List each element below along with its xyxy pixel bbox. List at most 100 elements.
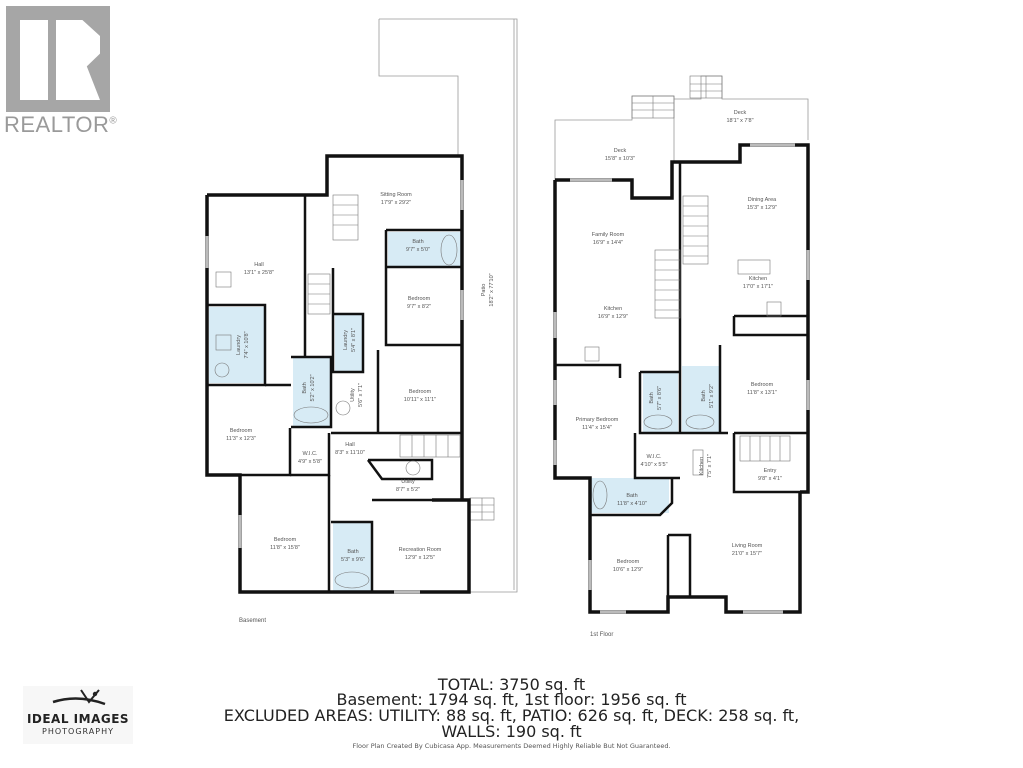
room-dims: 5'4" x 8'1" (351, 328, 357, 352)
room-dims: 11'8" x 4'10" (617, 501, 647, 507)
room-dims: 16'9" x 14'4" (593, 240, 623, 246)
room-dims: 16'9" x 12'9" (598, 314, 628, 320)
room-bedroom-4: Bedroom (274, 537, 297, 543)
ideal-images-logo: IDEAL IMAGES PHOTOGRAPHY (23, 686, 133, 744)
basement-exterior-wall (207, 154, 464, 500)
room-dims: 17'0" x 17'1" (743, 284, 773, 290)
room-dims: 4'10" x 5'5" (640, 462, 667, 468)
bath-fill (388, 232, 461, 267)
room-utility: Utility (350, 388, 356, 402)
room-dims: 15'3" x 12'9" (747, 205, 777, 211)
room-recreation-room: Recreation Room (399, 547, 442, 553)
room-sitting-room: Sitting Room (380, 192, 412, 198)
walls-area: WALLS: 190 sq. ft (441, 722, 582, 741)
room-dims: 11'8" x 15'8" (270, 545, 300, 551)
patio-stairs (469, 497, 495, 521)
room-bedroom: Bedroom (408, 296, 431, 302)
room-dims: 13'1" x 25'8" (244, 270, 274, 276)
room-dims: 15'8" x 10'3" (605, 156, 635, 162)
deck-stairs (631, 75, 723, 119)
basement-room-labels: Sitting Room 17'9" x 29'2" Hall 13'1" x … (226, 192, 495, 624)
room-dims: 5'3" x 9'6" (341, 557, 365, 563)
room-dims: 18'1" x 7'8" (726, 118, 753, 124)
room-dims: 9'8" x 4'1" (758, 476, 782, 482)
room-entry: Entry (764, 468, 777, 474)
laundry-2-fill (335, 314, 363, 372)
deck-outline (554, 75, 809, 180)
room-dims: 11'8" x 13'1" (747, 390, 777, 396)
room-hall-2: Hall (345, 442, 354, 448)
room-dims: 11'4" x 15'4" (582, 425, 612, 431)
bath-2-fill (293, 358, 331, 426)
room-dims: 10'6" x 12'9" (613, 567, 643, 573)
basement-stairs (307, 194, 461, 458)
room-laundry-2: Laundry (343, 330, 349, 350)
room-laundry: Laundry (236, 335, 242, 355)
room-deck-2: Deck (734, 110, 747, 116)
room-wic: W.I.C. (647, 454, 662, 460)
room-bath-2: Bath (701, 390, 707, 401)
room-dims: 21'0" x 15'7" (732, 551, 762, 557)
room-bath: Bath (412, 239, 423, 245)
room-dims: 8'3" x 11'10" (335, 450, 365, 456)
room-kitchen-2: Kitchen (604, 306, 622, 312)
room-bedroom: Bedroom (751, 382, 774, 388)
room-hall: Hall (254, 262, 263, 268)
room-bath-3: Bath (347, 549, 358, 555)
floor-label-basement: Basement (239, 618, 266, 624)
realtor-logo (6, 6, 110, 112)
room-patio: Patio (481, 284, 487, 297)
realtor-wordmark: REALTOR® (4, 112, 117, 138)
excluded-areas: EXCLUDED AREAS: UTILITY: 88 sq. ft, PATI… (223, 706, 800, 725)
room-wic: W.I.C. (303, 451, 318, 457)
floor-label-first: 1st Floor (590, 632, 613, 638)
photographer-sub: PHOTOGRAPHY (42, 727, 114, 736)
room-kitchen: Kitchen (749, 276, 767, 282)
room-dims: 4'9" x 5'8" (298, 459, 322, 465)
realtor-text: REALTOR (4, 112, 110, 137)
room-dims: 7'4" x 10'8" (244, 331, 250, 358)
room-dims: 5'2" x 10'2" (310, 374, 316, 401)
first-floor-room-labels: Deck 15'8" x 10'3" Deck 18'1" x 7'8" Din… (576, 110, 782, 638)
room-bedroom-2: Bedroom (617, 559, 640, 565)
total-area: TOTAL: 3750 sq. ft (437, 675, 586, 694)
room-dims: 12'9" x 12'5" (405, 555, 435, 561)
room-family-room: Family Room (592, 232, 625, 238)
room-deck: Deck (614, 148, 627, 154)
room-dims: 8'7" x 5'2" (396, 487, 420, 493)
room-living-room: Living Room (732, 543, 763, 549)
realtor-logo-bar (20, 20, 48, 100)
room-bath-3: Bath (626, 493, 637, 499)
room-bath: Bath (649, 392, 655, 403)
room-kitchen-3: Kitchen (699, 457, 705, 475)
patio-outline (379, 18, 518, 593)
room-bedroom-3: Bedroom (230, 428, 253, 434)
photographer-name: IDEAL IMAGES (26, 712, 130, 726)
first-floor-exterior-wall (555, 143, 810, 494)
room-dining-area: Dining Area (748, 197, 777, 203)
room-utility-2: Utility (401, 479, 415, 485)
room-dims: 10'11" x 11'1" (404, 397, 436, 403)
room-dims: 17'9" x 29'2" (381, 200, 411, 206)
room-dims: 9'7" x 8'2" (407, 304, 431, 310)
laundry-fill (209, 307, 264, 383)
kitchen-island (737, 259, 771, 275)
floor-areas: Basement: 1794 sq. ft, 1st floor: 1956 s… (336, 690, 687, 709)
room-dims: 9'7" x 5'0" (406, 247, 430, 253)
room-dims: 5'6" x 7'1" (358, 383, 364, 407)
room-dims: 5'7" x 8'6" (657, 386, 663, 410)
room-primary-bedroom: Primary Bedroom (576, 417, 619, 423)
disclaimer: Floor Plan Created By Cubicasa App. Meas… (352, 742, 671, 750)
registered-mark: ® (109, 115, 118, 127)
basement-plan: Sitting Room 17'9" x 29'2" Hall 13'1" x … (205, 18, 518, 624)
realtor-logo-r (56, 20, 100, 100)
bath-3-fill (333, 522, 372, 592)
room-dims: 7'5" x 7'1" (707, 454, 713, 478)
room-bath-2: Bath (302, 382, 308, 393)
first-floor-stairs (654, 195, 791, 462)
first-floor-plan: Deck 15'8" x 10'3" Deck 18'1" x 7'8" Din… (553, 75, 810, 638)
room-dims: 18'2" x 77'10" (489, 273, 495, 306)
bath-fill (643, 372, 678, 434)
room-bedroom-2: Bedroom (409, 389, 432, 395)
room-dims: 11'3" x 12'3" (226, 436, 256, 442)
